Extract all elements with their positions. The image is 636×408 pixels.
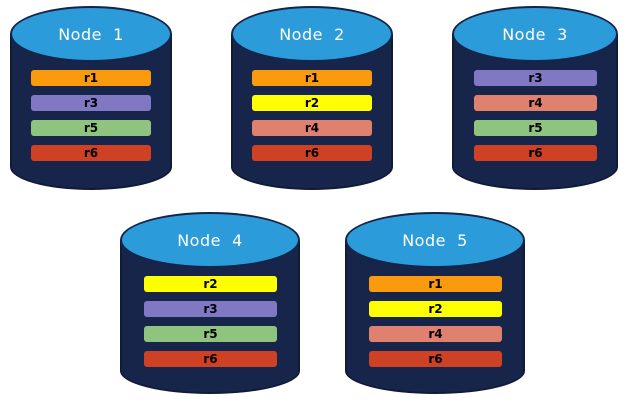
replica-bar: r1 [252,70,372,86]
replica-bar: r1 [31,70,151,86]
replica-bar: r6 [31,145,151,161]
cylinder-top [120,212,300,268]
replica-bar: r2 [144,276,277,292]
replica-list: r1 r2 r4 r6 [252,70,372,161]
node-cylinder: Node 5 r1 r2 r4 r6 [345,212,525,394]
node-label: Node 5 [402,231,468,250]
replica-bar: r4 [369,326,502,342]
replica-bar: r5 [474,120,597,136]
replica-bar: r6 [252,145,372,161]
replica-bar: r3 [474,70,597,86]
replica-bar: r3 [31,95,151,111]
replica-bar: r6 [369,351,502,367]
node-label: Node 2 [279,25,345,44]
node-cylinder: Node 3 r3 r4 r5 r6 [452,6,618,190]
cylinder-top [452,6,618,62]
node-label: Node 3 [502,25,568,44]
node-label: Node 4 [177,231,243,250]
node-label: Node 1 [58,25,124,44]
replica-list: r1 r2 r4 r6 [369,276,502,367]
replica-bar: r2 [252,95,372,111]
node-cylinder: Node 1 r1 r3 r5 r6 [10,6,172,190]
replica-bar: r5 [31,120,151,136]
replica-bar: r6 [144,351,277,367]
replica-list: r2 r3 r5 r6 [144,276,277,367]
replica-bar: r4 [474,95,597,111]
cylinder-top [345,212,525,268]
node-cylinder: Node 2 r1 r2 r4 r6 [231,6,393,190]
replica-bar: r6 [474,145,597,161]
replica-bar: r4 [252,120,372,136]
cylinder-top [10,6,172,62]
replica-bar: r1 [369,276,502,292]
replica-list: r3 r4 r5 r6 [474,70,597,161]
replica-bar: r3 [144,301,277,317]
replica-bar: r2 [369,301,502,317]
node-cylinder: Node 4 r2 r3 r5 r6 [120,212,300,394]
cylinder-top [231,6,393,62]
replica-bar: r5 [144,326,277,342]
replica-list: r1 r3 r5 r6 [31,70,151,161]
